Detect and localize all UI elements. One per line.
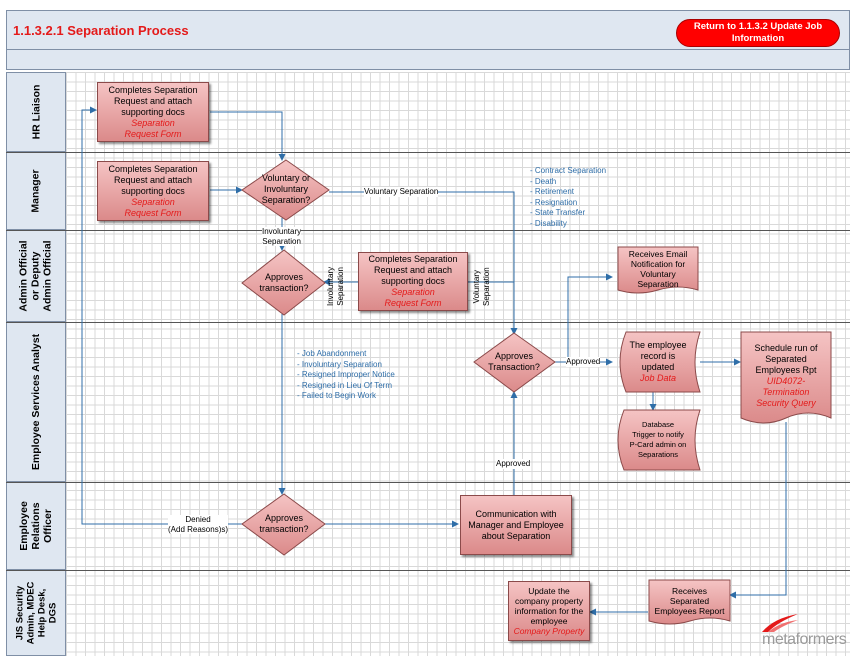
task-text: Completes Separation Request and attach … — [108, 84, 198, 117]
sub-header-bar — [6, 50, 850, 70]
hr-completes-request-task[interactable]: Completes Separation Request and attach … — [97, 82, 209, 142]
task-text: Update the company property information … — [514, 585, 584, 626]
task-text: Communication with Manager and Employee … — [468, 508, 564, 541]
lane-divider — [6, 152, 850, 153]
lane-hr-liaison: HR Liaison — [6, 72, 66, 152]
document-shape — [648, 579, 731, 625]
connector — [729, 422, 787, 599]
approved-label: Approved — [566, 357, 601, 367]
denied-label: Denied (Add Reasons)s) — [168, 515, 229, 534]
decision-admin-approves[interactable]: Approves transaction? — [259, 272, 309, 293]
lane-divider — [6, 570, 850, 571]
lane-divider — [6, 322, 850, 323]
update-company-property-task[interactable]: Update the company property information … — [508, 581, 590, 641]
decision-esa-approves[interactable]: Approves Transaction? — [488, 351, 540, 372]
lane-admin-official: Admin Official or Deputy Admin Official — [6, 230, 66, 322]
voluntary-separation-label: Voluntary Separation — [364, 187, 439, 197]
doc-text: Schedule run of Separated Employees Rpt — [754, 343, 818, 375]
job-data-link[interactable]: Job Data — [639, 373, 677, 383]
lane-divider — [6, 482, 850, 483]
document-shape — [617, 246, 699, 294]
page-title: 1.1.3.2.1 Separation Process — [13, 23, 189, 38]
decision-diamond — [241, 493, 326, 556]
admin-completes-request-task[interactable]: Completes Separation Request and attach … — [358, 252, 468, 311]
form-link[interactable]: Separation Request Form — [384, 287, 442, 308]
involuntary-reasons-list: - Job Abandonment - Involuntary Separati… — [297, 349, 395, 400]
form-link[interactable]: Separation Request Form — [124, 117, 182, 139]
stored-data-shape — [617, 409, 701, 471]
lane-divider — [6, 230, 850, 231]
ero-communication-task[interactable]: Communication with Manager and Employee … — [460, 495, 572, 555]
receives-report-doc[interactable]: Receives Separated Employees Report — [654, 586, 725, 616]
query-link[interactable]: UID4072- Termination Security Query — [756, 376, 816, 408]
decision-diamond — [241, 249, 326, 316]
stored-data-shape — [619, 331, 701, 393]
record-updated-data[interactable]: The employee record is updated Job Data — [620, 340, 696, 384]
connector — [210, 111, 286, 161]
lane-manager: Manager — [6, 152, 66, 230]
form-link[interactable]: Separation Request Form — [124, 196, 182, 218]
metaformers-logo: metaformers — [762, 631, 847, 648]
connector — [567, 273, 613, 362]
involuntary-separation-label: Involuntary Separation — [262, 227, 302, 246]
approved-label: Approved — [496, 459, 531, 469]
lane-employee-services-analyst: Employee Services Analyst — [6, 322, 66, 482]
task-text: Completes Separation Request and attach … — [108, 163, 198, 196]
metaformers-logo-mark — [762, 614, 798, 632]
manager-completes-request-task[interactable]: Completes Separation Request and attach … — [97, 161, 209, 221]
task-text: Completes Separation Request and attach … — [368, 254, 458, 286]
decision-voluntary-involuntary[interactable]: Voluntary or Involuntary Separation? — [261, 173, 311, 205]
return-button[interactable]: Return to 1.1.3.2 Update Job Information — [676, 19, 840, 47]
involuntary-vertical-label: Involuntary Separation — [326, 266, 345, 306]
form-link[interactable]: Company Property — [513, 625, 585, 636]
database-trigger-data[interactable]: Database Trigger to notify P-Card admin … — [629, 420, 687, 459]
decision-ero-approves[interactable]: Approves transaction? — [259, 513, 309, 534]
data-text: The employee record is updated — [629, 340, 687, 372]
schedule-report-doc[interactable]: Schedule run of Separated Employees Rpt … — [741, 343, 831, 409]
lane-employee-relations-officer: Employee Relations Officer — [6, 482, 66, 570]
connector — [81, 106, 242, 525]
decision-diamond — [473, 332, 556, 393]
decision-diamond — [241, 159, 330, 221]
voluntary-reasons-list: - Contract Separation - Death - Retireme… — [530, 166, 607, 228]
email-notification-doc[interactable]: Receives Email Notification for Voluntar… — [628, 249, 688, 289]
document-shape — [740, 331, 832, 424]
voluntary-vertical-label: Voluntary Separation — [472, 267, 491, 306]
